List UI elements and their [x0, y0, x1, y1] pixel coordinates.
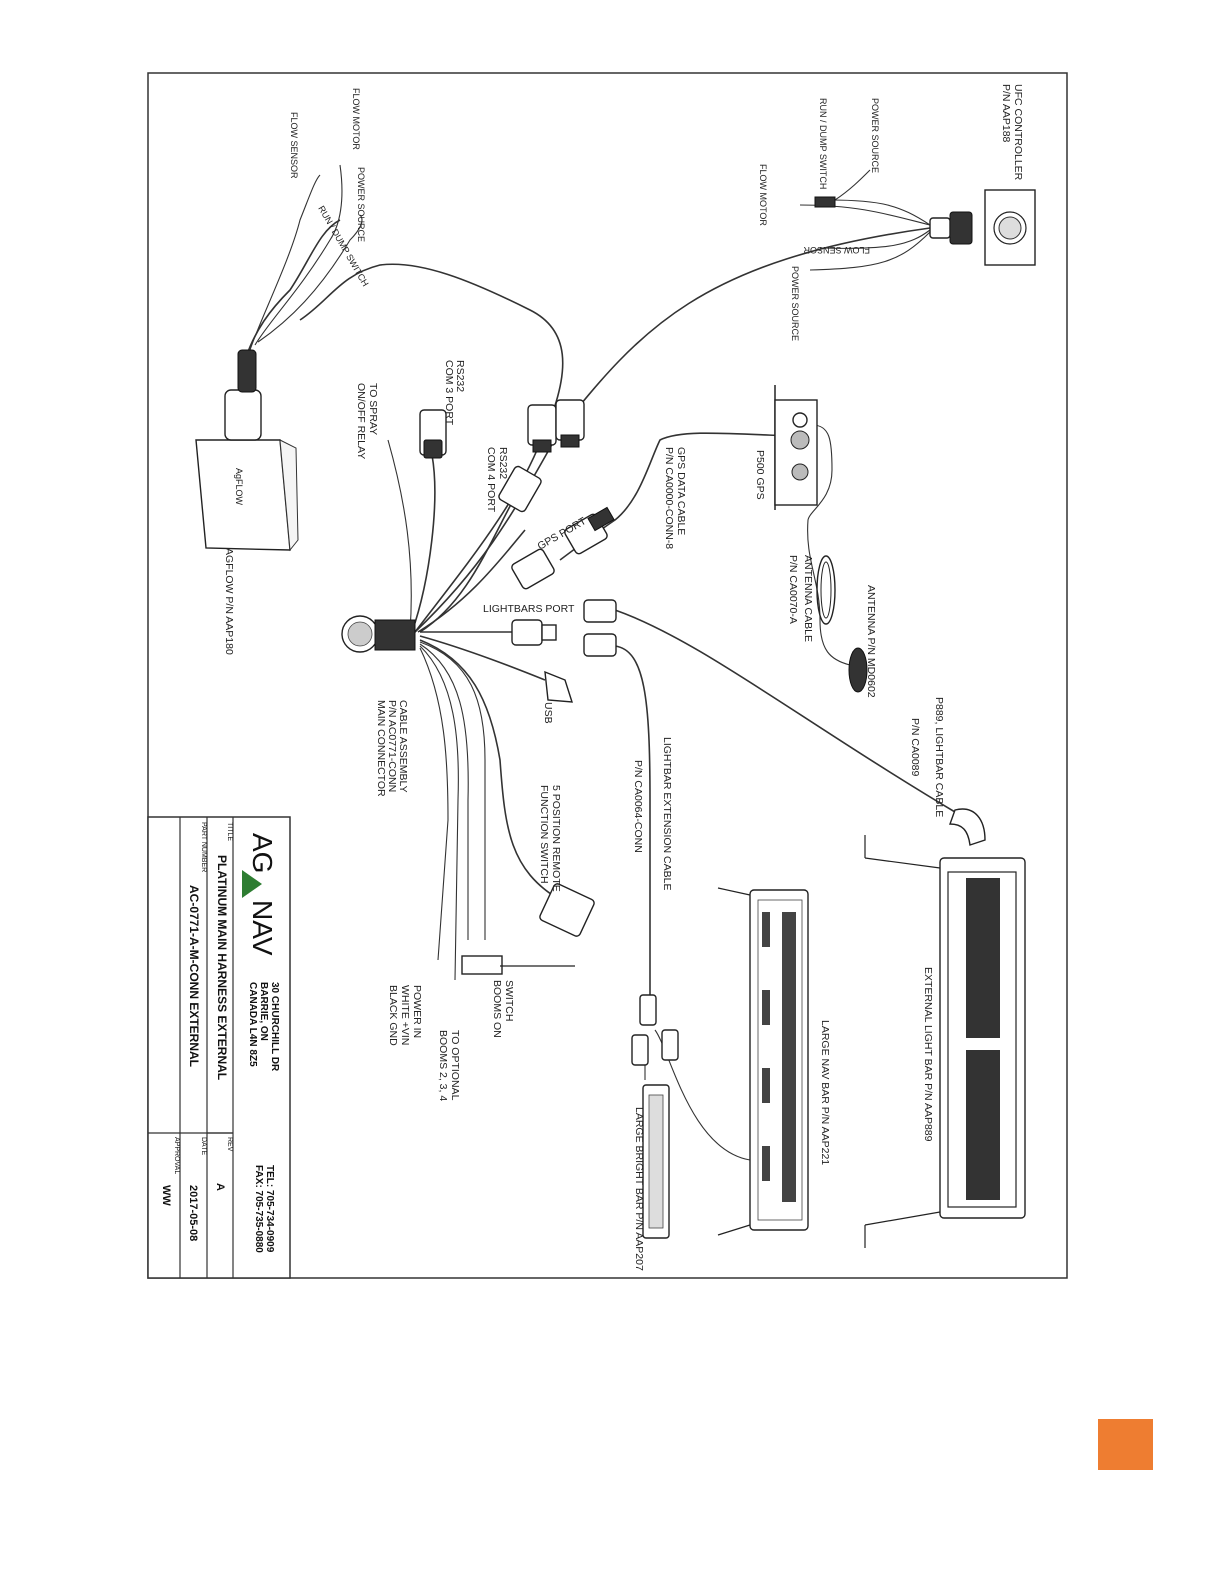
label-rs232-com4-a: RS232 — [497, 447, 509, 479]
label-cable-assy-b: P/N AC0771-CONN — [386, 700, 398, 792]
label-remote-switch-b: FUNCTION SWITCH — [538, 785, 550, 884]
booms-on-switch — [461, 955, 575, 975]
label-power-in-b: WHITE +VIN — [399, 985, 411, 1045]
usb-connector — [544, 670, 573, 703]
page-corner-tab — [1098, 1419, 1153, 1470]
large-nav-bar — [717, 887, 809, 1236]
main-connector — [341, 615, 416, 653]
label-remote-switch-a: 5 POSITION REMOTE — [550, 785, 562, 892]
label-ext-cable-b: P/N CA0064-CONN — [632, 760, 644, 853]
label-usb: USB — [542, 702, 554, 724]
callout-labels: UFC CONTROLLER P/N AAP188 POWER SOURCE R… — [223, 84, 1024, 1271]
label-p500-gps: P500 GPS — [754, 450, 766, 500]
logo-left: AG — [247, 833, 278, 873]
label-gps-cable-a: GPS DATA CABLE — [675, 447, 687, 535]
label-run-dump-top: RUN / DUMP SWITCH — [818, 98, 828, 189]
label-power-source-mid: POWER SOURCE — [790, 266, 800, 341]
label-external-lightbar: EXTERNAL LIGHT BAR P/N AAP889 — [922, 967, 934, 1142]
label-cable-assy-c: MAIN CONNECTOR — [375, 700, 387, 797]
upper-connector-pair — [527, 399, 585, 453]
label-spray-relay-b: ON/OFF RELAY — [355, 383, 367, 459]
label-large-nav-bar: LARGE NAV BAR P/N AAP221 — [819, 1020, 831, 1165]
label-p889-a: P889, LIGHTBAR CABLE — [933, 697, 945, 817]
p500-gps-unit — [774, 385, 818, 510]
label-agflow: AGFLOW P/N AAP180 — [223, 548, 235, 655]
label-flow-motor-top: FLOW MOTOR — [758, 164, 768, 226]
label-spray-relay-a: TO SPRAY — [367, 383, 379, 435]
part-number-label: PART NUMBER — [200, 822, 207, 872]
date-value: 2017-05-08 — [187, 1185, 199, 1241]
label-switch-a: SWITCH — [503, 980, 515, 1021]
part-number: AC-0771-A-M-CONN EXTERNAL — [187, 885, 201, 1067]
rev-value: A — [214, 1183, 226, 1191]
rev-label: REV — [226, 1137, 233, 1152]
label-antenna-cable-a: ANTENNA CABLE — [802, 555, 814, 642]
label-switch-b: BOOMS ON — [491, 980, 503, 1038]
label-flow-sensor-top: FLOW SENSOR — [803, 245, 870, 255]
fax: FAX: 705-735-0880 — [253, 1165, 264, 1253]
label-ufc-pn: P/N AAP188 — [1000, 84, 1012, 143]
address-line-1: 30 CHURCHILL DR — [269, 982, 280, 1072]
label-optional-a: TO OPTIONAL — [449, 1030, 461, 1101]
title-label: TITLE — [226, 822, 233, 841]
title-block: AG NAV 30 CHURCHILL DR BARRIE, ON CANADA… — [147, 816, 291, 1279]
drawing-title: PLATINUM MAIN HARNESS EXTERNAL — [215, 855, 229, 1080]
label-ext-cable-a: LIGHTBAR EXTENSION CABLE — [661, 737, 673, 890]
label-large-bright-bar: LARGE BRIGHT BAR P/N AAP207 — [633, 1107, 645, 1271]
address-line-3: CANADA L4N 8Z5 — [247, 982, 258, 1067]
label-power-in-c: BLACK GND — [387, 985, 399, 1046]
agflow-unit — [195, 349, 299, 552]
antenna — [816, 555, 868, 693]
approval-label: APPROVAL — [173, 1137, 180, 1174]
ufc-controller — [929, 189, 1036, 266]
run-dump-switch-top — [814, 196, 836, 208]
logo-right: NAV — [247, 900, 278, 956]
label-lightbars-port: LIGHTBARS PORT — [483, 603, 575, 615]
label-cable-assy-a: CABLE ASSEMBLY — [397, 700, 409, 793]
drawing-border — [147, 72, 1068, 1279]
com4-connector — [498, 465, 542, 513]
label-gps-cable-b: P/N CA0000-CONN-8 — [663, 447, 675, 549]
address-line-2: BARRIE, ON — [258, 982, 269, 1041]
large-bright-bar — [642, 1084, 670, 1239]
approval-value: WW — [160, 1185, 172, 1206]
lightbar-cable-connectors — [583, 599, 679, 1066]
date-label: DATE — [200, 1137, 207, 1155]
label-rs232-com3-a: RS232 — [454, 360, 466, 392]
remote-function-switch — [539, 883, 595, 937]
label-power-source-left: POWER SOURCE — [356, 167, 366, 242]
lightbars-port-connector — [511, 619, 557, 646]
label-p889-b: P/N CA0089 — [909, 718, 921, 777]
logo-tree-icon — [242, 870, 262, 898]
label-antenna: ANTENNA P/N MD0602 — [865, 585, 877, 698]
label-flow-sensor-left: FLOW SENSOR — [289, 112, 299, 179]
gps-port-connector — [511, 506, 615, 590]
label-power-in-a: POWER IN — [411, 985, 423, 1038]
label-optional-b: BOOMS 2, 3, 4 — [437, 1030, 449, 1101]
com3-connector — [419, 409, 447, 459]
label-ufc-controller: UFC CONTROLLER — [1012, 84, 1024, 181]
label-flow-motor-left: FLOW MOTOR — [351, 88, 361, 150]
label-antenna-cable-b: P/N CA0070-A — [787, 555, 799, 624]
external-light-bar — [864, 835, 1026, 1248]
wiring — [244, 164, 961, 1161]
agflow-device-name: AgFLOW — [234, 468, 244, 506]
p889-elbow — [949, 808, 986, 846]
telephone: TEL: 705-734-0909 — [264, 1165, 275, 1253]
label-power-source-top: POWER SOURCE — [870, 98, 880, 173]
label-rs232-com3-b: COM 3 PORT — [443, 360, 455, 426]
label-rs232-com4-b: COM 4 PORT — [485, 447, 497, 513]
